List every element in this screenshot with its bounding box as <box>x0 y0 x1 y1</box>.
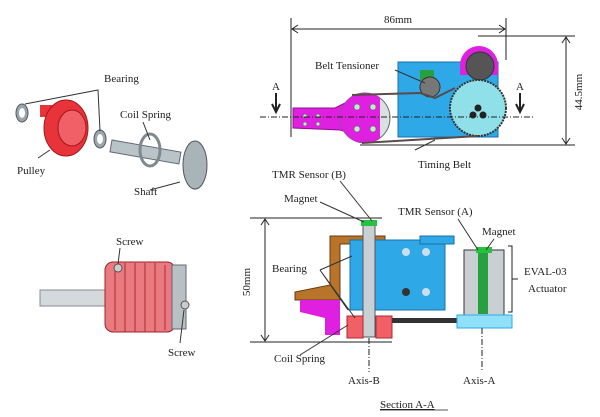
section-arrow-left <box>271 93 281 115</box>
motor-gear <box>465 51 495 81</box>
label-screw-top: Screw <box>116 236 144 248</box>
magnet-b <box>361 220 377 226</box>
label-magnet-a: Magnet <box>482 226 516 238</box>
label-bearing-section: Bearing <box>272 263 307 275</box>
section-mark-right: A <box>516 81 524 93</box>
label-coil-spring: Coil Spring <box>120 109 172 121</box>
timing-belt <box>351 87 479 144</box>
label-timing-belt: Timing Belt <box>418 159 471 171</box>
belt-section <box>392 318 462 323</box>
section-arrow-right <box>515 93 525 115</box>
assembled-view: Screw Screw <box>39 236 196 359</box>
height-dimension: 44.5mm <box>573 73 585 110</box>
section-view: 50mm TMR Sensor (B) Magnet TMR Sensor (A… <box>241 169 567 411</box>
screw-bottom-icon <box>180 300 190 310</box>
label-belt-tensioner: Belt Tensioner <box>315 60 379 72</box>
top-view: 86mm 44.5mm A A Belt Tensioner Timing Be… <box>260 14 585 171</box>
section-height-dimension: 50mm <box>241 268 253 297</box>
shaft-flange <box>182 140 208 190</box>
width-dimension: 86mm <box>384 14 413 26</box>
label-screw-bottom: Screw <box>168 347 196 359</box>
label-bearing: Bearing <box>104 73 139 85</box>
coil-spring <box>138 132 162 168</box>
label-tmr-sensor-b: TMR Sensor (B) <box>272 169 346 181</box>
pulley-a-section <box>456 314 513 329</box>
label-axis-b: Axis-B <box>348 375 380 387</box>
label-shaft: Shaft <box>134 186 157 198</box>
eval-bracket <box>508 245 518 313</box>
shaft-rod <box>109 139 182 165</box>
magnet-a <box>476 247 492 253</box>
label-coil-spring-section: Coil Spring <box>274 353 326 365</box>
screw-top-icon <box>113 263 123 273</box>
shaft-b <box>362 224 376 338</box>
section-mark-left: A <box>272 81 280 93</box>
exploded-view: Bearing Coil Spring Pulley Shaft <box>15 73 208 198</box>
label-tmr-sensor-a: TMR Sensor (A) <box>398 206 473 218</box>
label-axis-a: Axis-A <box>463 375 495 387</box>
label-eval-line2: Actuator <box>528 283 567 295</box>
label-pulley: Pulley <box>17 165 46 177</box>
section-caption: Section A-A <box>380 399 435 411</box>
label-magnet-b: Magnet <box>284 193 318 205</box>
magenta-bracket <box>300 300 340 335</box>
label-eval-line1: EVAL-03 <box>524 266 567 278</box>
